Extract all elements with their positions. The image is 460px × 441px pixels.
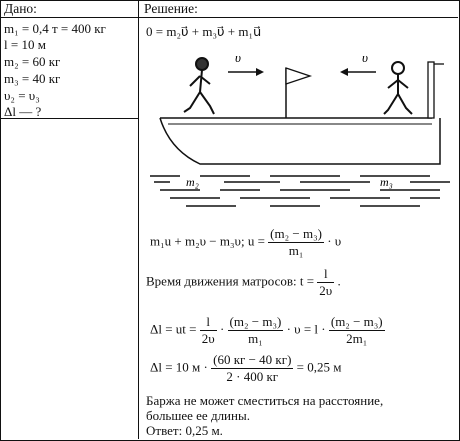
equation-velocity: m₁u + m₂υ − m₃υ; u = (m₂ − m₃) m₁ · υ — [150, 226, 341, 259]
time-numerator: l — [317, 266, 335, 283]
num-numerator: (60 кг − 40 кг) — [211, 352, 294, 369]
eq2-left: m₁u + m₂υ − m₃υ; u = — [150, 233, 265, 249]
arrow-label-left: υ⃗ — [235, 50, 251, 65]
given-m2: m₂ = 60 кг — [4, 54, 61, 69]
time-fraction: l 2υ — [317, 266, 335, 299]
sailor-right — [383, 61, 413, 115]
given-unknown: Δl — ? — [4, 104, 42, 119]
time-equation: Время движения матросов: t = l 2υ . — [146, 266, 341, 299]
velocity-arrowhead-left — [256, 68, 264, 76]
given-m3: m₃ = 40 кг — [4, 71, 61, 86]
answer: Ответ: 0,25 м. — [146, 423, 223, 438]
dl-f2-num: (m₂ − m₃) — [227, 314, 284, 331]
dl-f1-den: 2υ — [201, 331, 215, 346]
time-tail: . — [337, 273, 341, 289]
sailor-left — [183, 57, 215, 115]
arrow-label-right: υ⃗ — [362, 50, 378, 65]
dl-f3-den: 2m₁ — [346, 331, 368, 346]
velocity-arrowhead-right — [340, 68, 348, 76]
momentum-equation: 0 = m₂υ⃗ + m₃υ⃗ + m₁u⃗ — [146, 24, 262, 39]
water-lines — [150, 175, 450, 207]
given-header: Дано: — [4, 1, 37, 16]
conclusion-line-2: большее ее длины. — [146, 408, 250, 423]
time-denominator: 2υ — [319, 283, 333, 298]
dl-mid: · — [219, 321, 225, 337]
numeric-calculation: Δl = 10 м · (60 кг − 40 кг) 2 · 400 кг =… — [150, 352, 341, 385]
barge-hull — [159, 117, 441, 165]
solution-header: Решение: — [144, 1, 198, 16]
given-m1: m₁ = 0,4 т = 400 кг — [4, 21, 106, 36]
mass-label-right: m₃ — [380, 175, 393, 189]
num-denominator: 2 · 400 кг — [226, 369, 279, 384]
eq2-denominator: m₁ — [288, 243, 304, 258]
time-text: Время движения матросов: t = — [146, 273, 315, 289]
eq2-numerator: (m₂ − m₃) — [268, 226, 324, 243]
num-left: Δl = 10 м · — [150, 359, 208, 375]
flag — [285, 67, 313, 85]
dl-f2-den: m₁ — [248, 331, 263, 346]
dl-left: Δl = ut = — [150, 321, 197, 337]
dl-fraction-1: l 2υ — [199, 314, 217, 347]
eq2-tail: · υ — [327, 233, 342, 249]
mass-label-left: m₂ — [186, 175, 199, 189]
header-divider — [0, 17, 458, 18]
dl-fraction-2: (m₂ − m₃) m₁ — [227, 314, 284, 347]
eq2-fraction: (m₂ − m₃) m₁ — [268, 226, 324, 259]
given-l: l = 10 м — [4, 37, 46, 52]
dl-fraction-3: (m₂ − m₃) 2m₁ — [328, 314, 385, 347]
dl-f3-num: (m₂ − m₃) — [328, 314, 385, 331]
given-velocity: υ₂ = υ₃ — [4, 88, 40, 103]
stern-post — [427, 61, 435, 119]
displacement-formula: Δl = ut = l 2υ · (m₂ − m₃) m₁ · υ = l · … — [150, 314, 385, 347]
dl-f1-num: l — [199, 314, 217, 331]
column-divider — [138, 0, 139, 439]
num-result: = 0,25 м — [296, 359, 342, 375]
barge-illustration: υ⃗ υ⃗ m₂ m₃ — [150, 50, 450, 207]
given-divider — [0, 118, 138, 119]
num-fraction: (60 кг − 40 кг) 2 · 400 кг — [211, 352, 294, 385]
dl-mid2: · υ = l · — [286, 321, 326, 337]
conclusion-line-1: Баржа не может сместиться на расстояние, — [146, 393, 384, 408]
